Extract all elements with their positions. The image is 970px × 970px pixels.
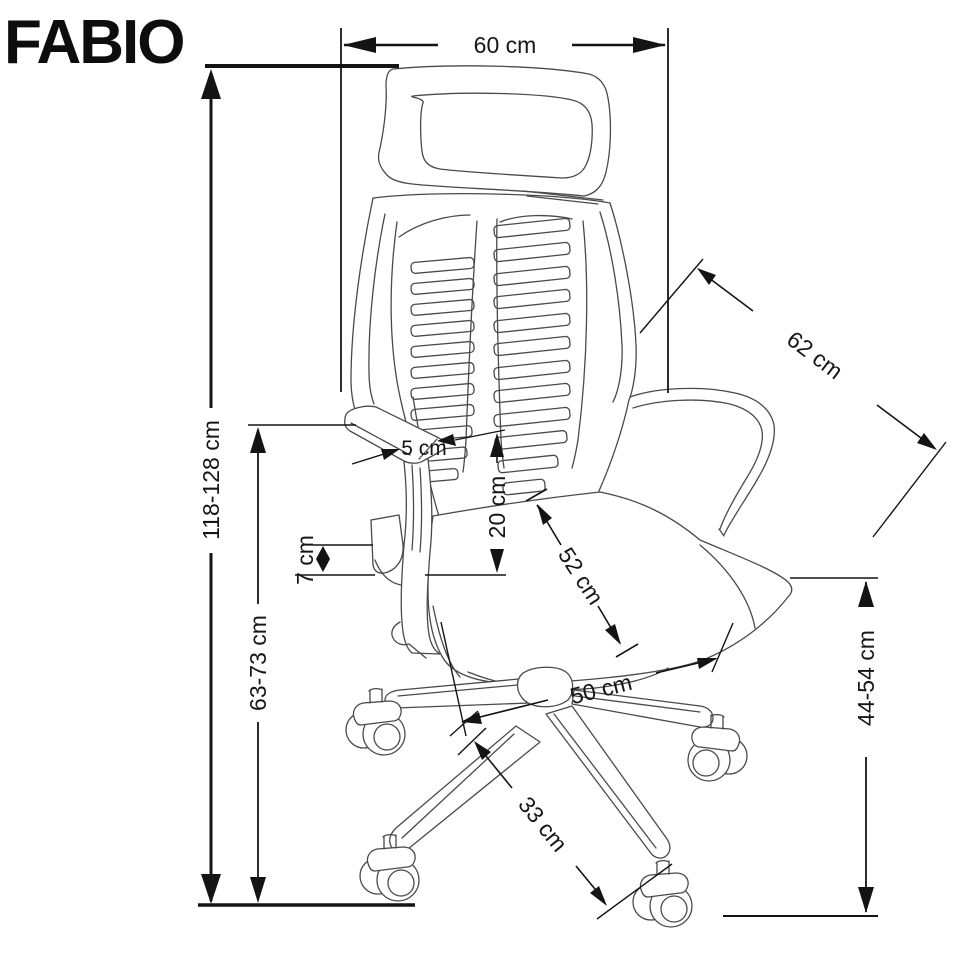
headrest-outline <box>377 65 612 197</box>
extension-line <box>440 621 467 737</box>
headrest-stem <box>522 190 604 205</box>
dimension-height-armrest: 63-73 cm <box>245 424 356 903</box>
arrowhead <box>250 877 266 903</box>
mesh-slat <box>497 454 559 474</box>
mesh-slat <box>410 298 475 316</box>
tick-line <box>596 863 673 920</box>
tick-line <box>457 727 487 756</box>
backrest-mesh-slats-right <box>493 217 571 496</box>
arrowhead <box>537 504 552 525</box>
arrowhead <box>490 433 504 457</box>
leader-line <box>351 453 385 465</box>
dimension-seat-height: 44-54 cm <box>790 577 879 913</box>
base-hub <box>516 666 574 708</box>
base-leg-crease <box>553 713 657 849</box>
product-title: FABIO <box>4 8 183 77</box>
dimension-armrest-range: 7 cm <box>292 535 375 585</box>
mesh-slat <box>493 241 571 263</box>
dimension-armrest-above-seat: 20 cm <box>425 433 510 576</box>
arrowhead <box>858 887 874 913</box>
arrowhead <box>201 69 221 99</box>
arrowhead <box>605 624 621 645</box>
arrowhead <box>437 434 456 446</box>
dimension-label: 20 cm <box>484 476 510 539</box>
mesh-slat <box>410 256 475 274</box>
mesh-slat <box>493 335 571 357</box>
arrowhead <box>917 433 937 450</box>
arrowhead <box>858 581 874 607</box>
tick-line <box>615 643 639 658</box>
tick-line <box>525 488 548 502</box>
dimension-label: 5 cm <box>401 437 447 460</box>
backrest-mesh-panel-edges <box>390 214 588 473</box>
left-armrest-pad <box>344 405 445 464</box>
backrest-outline <box>372 193 637 492</box>
base-leg-crease <box>401 733 515 839</box>
tick-line <box>711 622 734 673</box>
arrowhead <box>633 37 666 53</box>
dimension-label: 33 cm <box>513 791 573 856</box>
mesh-slat <box>493 382 571 404</box>
mesh-slat <box>493 406 571 428</box>
mesh-slat <box>493 312 571 334</box>
mesh-slat <box>410 403 475 421</box>
mesh-slat <box>410 382 475 400</box>
mesh-slat <box>502 478 546 496</box>
arrowhead <box>381 449 400 460</box>
left-armrest-bracket <box>370 514 404 574</box>
arrowhead <box>697 268 716 285</box>
left-armrest-bracket-curve <box>374 559 402 586</box>
left-armrest-foot <box>391 621 427 659</box>
mesh-slat <box>493 217 571 239</box>
dimension-label: 60 cm <box>474 32 537 58</box>
dimension-label: 63-73 cm <box>245 615 271 711</box>
left-armrest-post-seams <box>411 464 423 553</box>
backrest-inner-frame <box>368 211 623 405</box>
mesh-slat <box>493 265 571 287</box>
dimension-label: 7 cm <box>292 535 318 585</box>
dimension-width-top: 60 cm <box>340 28 669 393</box>
dimension-back-diagonal: 62 cm <box>639 258 947 538</box>
dimension-height-total: 118-128 cm <box>198 69 224 904</box>
dimension-label: 44-54 cm <box>853 630 879 726</box>
mesh-slat <box>494 430 568 450</box>
arrowhead <box>461 712 482 724</box>
extension-line <box>639 258 704 334</box>
leader-line <box>454 429 506 441</box>
left-armrest-pad-crease <box>350 422 438 460</box>
dimension-label: 118-128 cm <box>198 420 224 540</box>
arrowhead <box>201 874 221 904</box>
tick-line <box>449 710 479 737</box>
arrowhead <box>590 886 607 906</box>
arrowhead <box>343 37 376 53</box>
seat <box>427 491 793 684</box>
arrowhead <box>490 549 504 573</box>
dimension-armrest-offset: 5 cm <box>351 429 506 465</box>
left-armrest-post <box>400 458 441 655</box>
mesh-slat <box>410 361 475 379</box>
headrest-inner-outline <box>411 92 593 179</box>
mesh-slat <box>410 277 475 295</box>
mesh-slat <box>493 288 571 310</box>
base-leg-rear-left <box>384 677 531 709</box>
arrowhead <box>697 658 718 669</box>
mesh-slat <box>410 319 475 337</box>
base-leg-front-left <box>389 725 541 853</box>
mesh-slat <box>493 359 571 381</box>
base-leg-crease <box>397 683 529 697</box>
arrowhead <box>250 427 266 453</box>
mesh-slat <box>410 340 475 358</box>
base-leg-crease <box>574 695 701 713</box>
chair-drawing <box>198 65 878 928</box>
right-armrest <box>629 387 776 537</box>
extension-line <box>872 441 947 538</box>
arrowhead <box>316 546 330 572</box>
dimension-label: 62 cm <box>782 326 848 384</box>
arrowhead <box>474 741 491 760</box>
seat-seam <box>432 544 756 678</box>
